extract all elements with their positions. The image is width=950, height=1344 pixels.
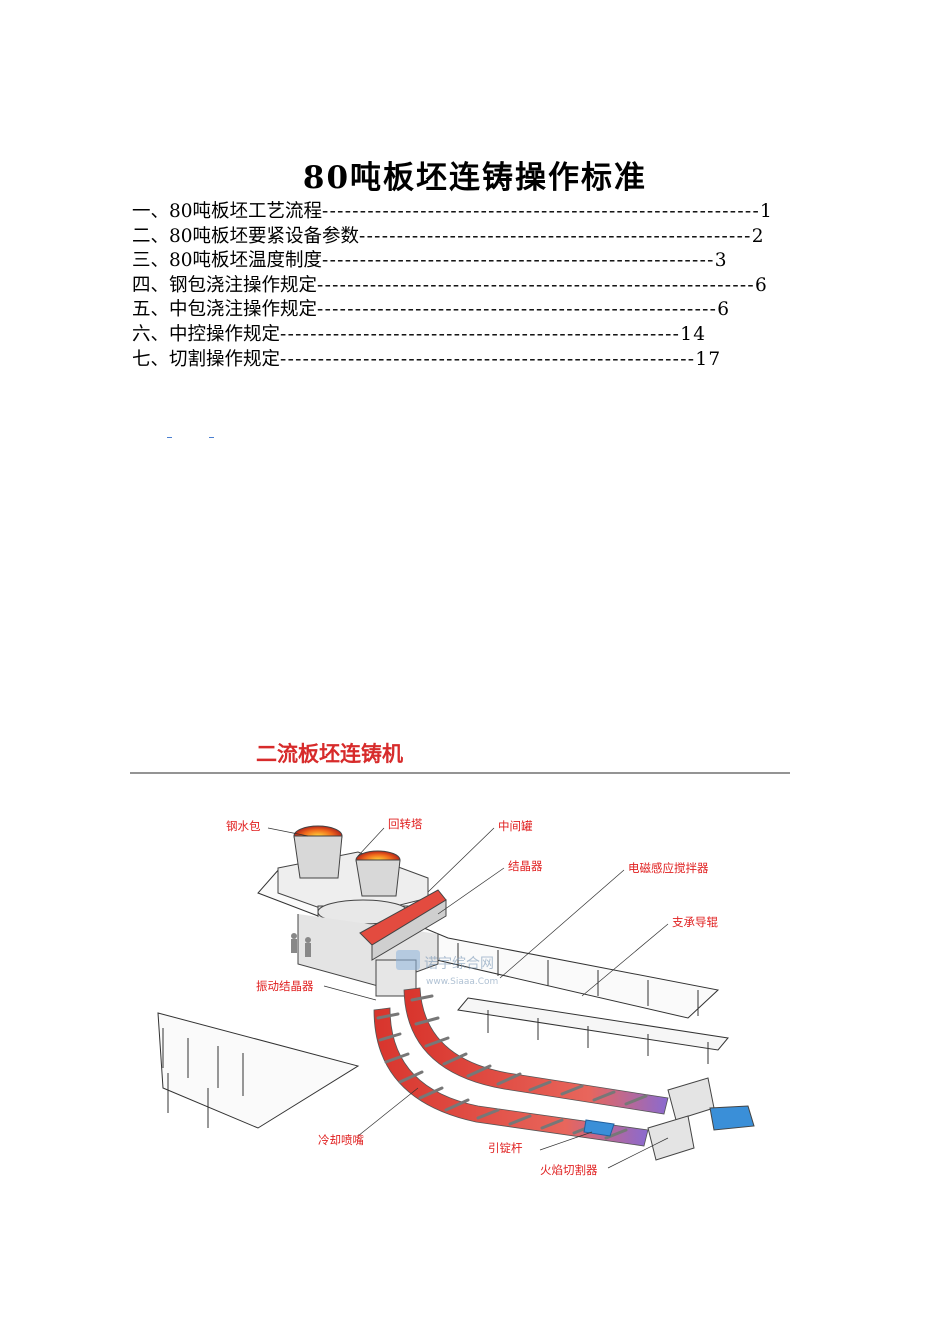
table-of-contents: 一、80吨板坯工艺流程-----------------------------… [132,200,773,372]
toc-item[interactable]: 六、中控操作规定--------------------------------… [132,323,773,348]
label-dummy-bar: 引锭杆 [488,1141,523,1155]
watermark-name: 诺宇综合网 [424,956,494,972]
toc-page: 6 [717,299,731,321]
caster-illustration: 钢水包 回转塔 中间罐 结晶器 电磁感应搅拌器 支承导辊 振动结晶器 冷却喷嘴 … [130,772,790,1177]
document-title: 80吨板坯连铸操作标准 [302,160,648,196]
support-rolls [376,994,648,1140]
label-oscillator: 振动结晶器 [256,979,314,993]
toc-leader: ----------------------------------------… [317,299,718,321]
toc-item[interactable]: 四、钢包浇注操作规定------------------------------… [132,274,773,299]
toc-item[interactable]: 五、中包浇注操作规定------------------------------… [132,298,773,323]
toc-label: 四、钢包浇注操作规定 [132,274,318,296]
toc-leader: ----------------------------------------… [280,348,696,370]
watermark-url: www.Siaaa.Com [426,977,498,987]
figure-title: 二流板坯连铸机 [256,742,403,766]
toc-item[interactable]: 二、80吨板坯要紧设备参数---------------------------… [132,225,773,250]
label-tundish: 中间罐 [498,819,533,833]
label-cutter: 火焰切割器 [540,1163,598,1177]
toc-label: 二、80吨板坯要紧设备参数 [132,225,360,247]
label-rolls: 支承导辊 [672,915,718,929]
label-ladle: 钢水包 [226,819,261,833]
toc-leader: ----------------------------------------… [317,274,755,296]
platform-frame [157,867,729,1129]
toc-page: 2 [751,225,765,247]
label-spray: 冷却喷嘴 [318,1133,364,1147]
worker-figures [291,933,311,957]
toc-page: 17 [695,348,722,370]
toc-item[interactable]: 七、切割操作规定--------------------------------… [132,348,773,373]
toc-label: 七、切割操作规定 [132,348,281,370]
toc-page: 14 [680,323,707,345]
label-turret: 回转塔 [388,817,423,831]
toc-label: 一、80吨板坯工艺流程 [132,201,323,222]
watermark: 诺宇综合网 www.Siaaa.Com [396,950,498,987]
toc-label: 六、中控操作规定 [132,323,281,345]
toc-page: 6 [754,274,769,296]
toc-item[interactable]: 一、80吨板坯工艺流程-----------------------------… [132,200,773,225]
toc-page: 1 [760,201,774,222]
cutter-machine [647,1077,755,1161]
label-ems: 电磁感应搅拌器 [628,861,709,875]
toc-item[interactable]: 三、80吨板坯温度制度-----------------------------… [132,249,773,274]
toc-leader: ----------------------------------------… [322,201,761,222]
watermark-logo [396,950,420,970]
toc-leader: ----------------------------------------… [280,323,681,345]
caster-figure: 二流板坯连铸机 [128,728,792,1190]
toc-label: 三、80吨板坯温度制度 [132,250,323,272]
label-mold: 结晶器 [508,859,543,873]
leader-lines [267,827,669,1169]
toc-leader: ----------------------------------------… [322,250,715,272]
toc-leader: ----------------------------------------… [359,225,752,247]
toc-page: 3 [714,250,728,272]
toc-label: 五、中包浇注操作规定 [132,299,318,321]
decorative-dashes [165,432,225,444]
